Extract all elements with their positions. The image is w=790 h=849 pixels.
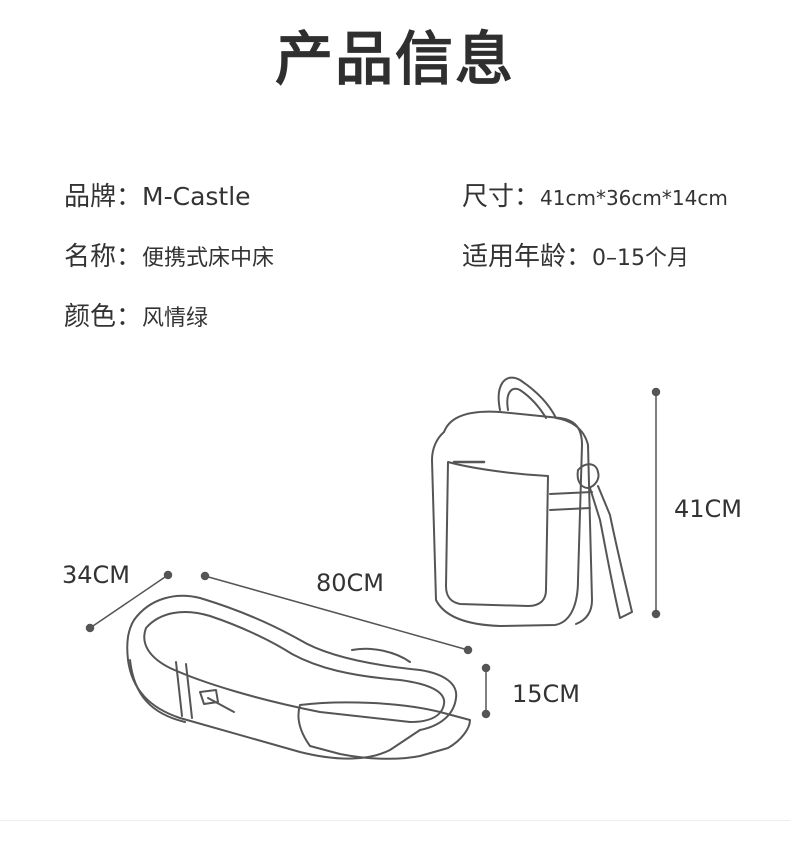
- bed-head-roll: [351, 647, 411, 663]
- spec-size-label: 尺寸：: [462, 182, 541, 212]
- bag-pocket: [445, 461, 549, 607]
- spec-brand-label: 品牌：: [64, 182, 143, 212]
- bed-inner-mattress: [143, 611, 446, 723]
- bed-outer-shell: [126, 594, 458, 760]
- spec-brand-value: M-Castle: [142, 182, 251, 211]
- spec-age: 适用年龄：0–15个月: [462, 236, 689, 273]
- bed-illustration: [126, 594, 471, 760]
- spec-color: 颜色：风情绿: [64, 296, 208, 333]
- spec-name: 名称：便携式床中床: [64, 236, 274, 273]
- spec-age-value: 0–15个月: [592, 246, 690, 271]
- spec-color-value: 风情绿: [142, 306, 209, 331]
- spec-size: 尺寸：41cm*36cm*14cm: [462, 176, 728, 213]
- bed-height-label: 15CM: [512, 680, 581, 708]
- backpack-illustration: [431, 376, 633, 627]
- bed-foldout-mat: [297, 701, 471, 760]
- bag-handle: [497, 376, 557, 419]
- spec-color-label: 颜色：: [64, 302, 143, 332]
- bottom-divider: [0, 820, 790, 821]
- bag-side-panel: [555, 417, 593, 625]
- spec-age-label: 适用年龄：: [462, 242, 593, 272]
- spec-name-label: 名称：: [64, 242, 143, 272]
- spec-size-value: 41cm*36cm*14cm: [540, 186, 728, 210]
- bed-width-label: 34CM: [62, 561, 131, 589]
- dimension-lines: [85, 387, 661, 719]
- spec-name-value: 便携式床中床: [142, 246, 275, 271]
- bag-height-label: 41CM: [674, 495, 743, 523]
- spec-brand: 品牌：M-Castle: [64, 176, 251, 213]
- bag-body: [431, 410, 583, 627]
- bag-strap: [576, 463, 600, 489]
- page-title: 产品信息: [274, 25, 515, 93]
- bed-length-label: 80CM: [316, 569, 385, 597]
